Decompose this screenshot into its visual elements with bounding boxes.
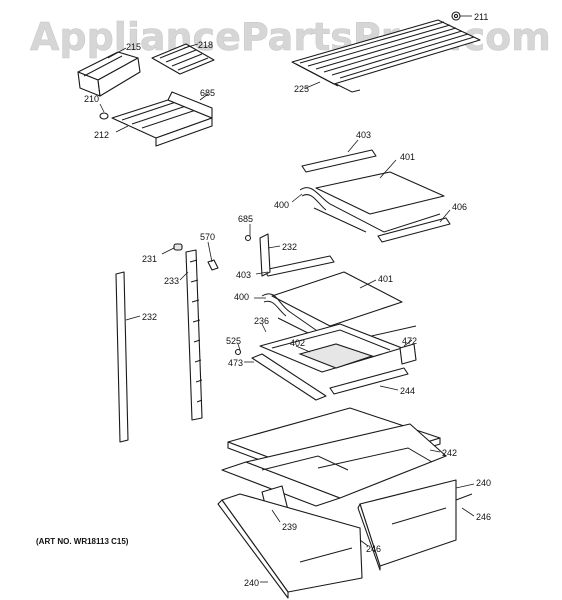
- callout-401-lower: 401: [378, 274, 393, 284]
- shelf-support-232-upper: [259, 233, 271, 277]
- clip-570: [207, 259, 219, 271]
- callout-472: 472: [402, 336, 417, 346]
- door-bin-215: [77, 51, 141, 97]
- callout-244: 244: [400, 386, 415, 396]
- callout-231: 231: [142, 254, 157, 264]
- callout-240-right: 240: [476, 478, 491, 488]
- door-shelf-212: [111, 91, 213, 147]
- callout-400-lower: 400: [234, 292, 249, 302]
- callout-215: 215: [126, 42, 141, 52]
- slide-rail-472: [399, 343, 417, 365]
- crisper-drawer-right: [357, 479, 473, 571]
- wire-shelf-225: [291, 19, 481, 93]
- leader-lines: [99, 15, 475, 583]
- crisper-frame: [221, 423, 447, 517]
- screw-525: [234, 348, 242, 356]
- callout-239: 239: [282, 522, 297, 532]
- callout-236: 236: [254, 316, 269, 326]
- callout-525: 525: [226, 336, 241, 346]
- callout-242: 242: [442, 448, 457, 458]
- pin-210: [99, 112, 109, 120]
- callout-210: 210: [84, 94, 99, 104]
- glass-shelf-401-lower: [271, 271, 403, 327]
- callout-232-lower: 232: [142, 312, 157, 322]
- screw-685-lower: [244, 234, 252, 242]
- screw-211: [451, 11, 461, 21]
- shelf-trim-403-upper: [301, 149, 377, 173]
- callout-240-left: 240: [244, 578, 259, 588]
- shelf-trim-403-lower: [263, 255, 335, 277]
- callout-246-right: 246: [476, 512, 491, 522]
- art-number: (ART NO. WR18113 C15): [36, 537, 129, 546]
- callout-233: 233: [164, 276, 179, 286]
- callout-232-upper: 232: [282, 242, 297, 252]
- callout-473: 473: [228, 358, 243, 368]
- egg-tray-218: [151, 43, 215, 75]
- callout-246-left: 246: [366, 544, 381, 554]
- callout-403-upper: 403: [356, 130, 371, 140]
- callout-685-upper: 685: [200, 88, 215, 98]
- crisper-glass-402: [298, 343, 374, 369]
- callout-402: 402: [290, 338, 305, 348]
- glass-shelf-401-upper: [315, 171, 445, 215]
- shelf-ladder-232-left: [115, 271, 129, 443]
- callout-403-lower: 403: [236, 270, 251, 280]
- callout-218: 218: [198, 40, 213, 50]
- callout-211: 211: [474, 12, 488, 22]
- callout-570: 570: [200, 232, 215, 242]
- slide-rail-244: [251, 353, 409, 401]
- callout-406: 406: [452, 202, 467, 212]
- shelf-frame-400-upper: [299, 187, 441, 233]
- callout-400-upper: 400: [274, 200, 289, 210]
- shelf-ladder-233-center: [185, 249, 203, 421]
- callout-225: 225: [294, 84, 309, 94]
- crisper-drawer-left: [217, 493, 363, 599]
- rear-trim-406: [377, 217, 451, 243]
- callout-212: 212: [94, 130, 109, 140]
- callout-401-upper: 401: [400, 152, 415, 162]
- cam-231: [173, 243, 183, 251]
- callout-685-lower: 685: [238, 214, 253, 224]
